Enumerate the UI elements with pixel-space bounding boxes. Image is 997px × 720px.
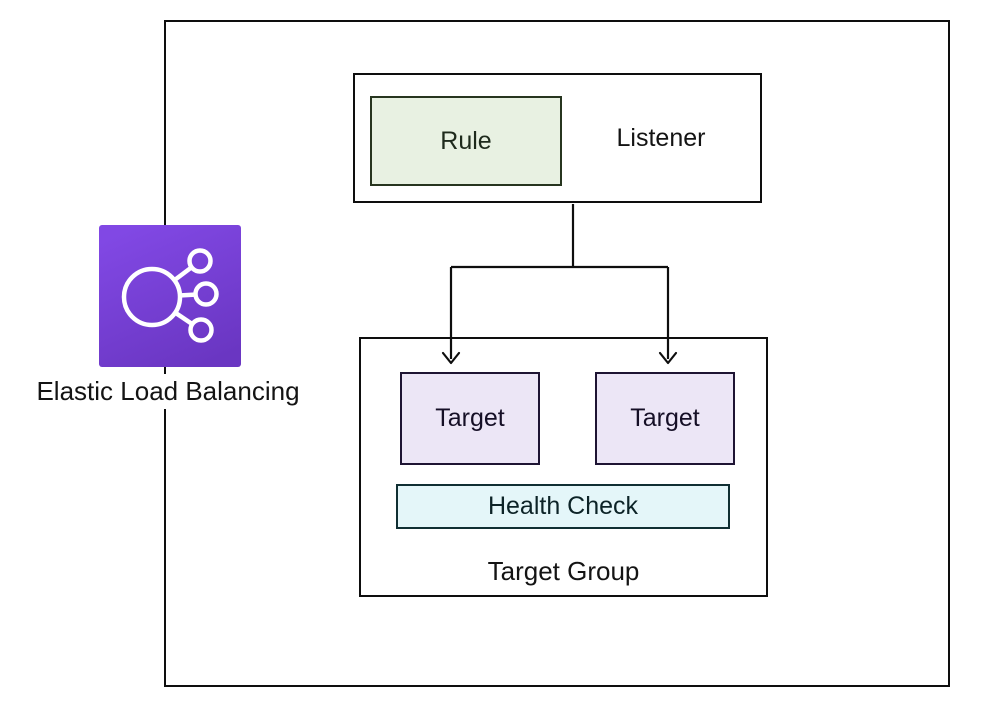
- target-label: Target: [630, 404, 700, 432]
- rule-label: Rule: [440, 126, 492, 155]
- target-box-left: Target: [400, 372, 540, 465]
- target-label: Target: [435, 404, 505, 432]
- rule-box: Rule: [370, 96, 562, 186]
- target-box-right: Target: [595, 372, 735, 465]
- target-group-label: Target Group: [487, 555, 640, 586]
- health-check-label: Health Check: [487, 492, 639, 520]
- listener-label: Listener: [616, 123, 706, 152]
- load-balancer-glyph: [121, 248, 219, 343]
- elastic-load-balancing-label: Elastic Load Balancing: [8, 374, 328, 409]
- target-group-box: Target Target Health Check Target Group: [359, 337, 768, 597]
- health-check-box: Health Check: [396, 484, 730, 529]
- elastic-load-balancing-icon: [99, 225, 241, 367]
- listener-box: Rule Listener: [353, 73, 762, 203]
